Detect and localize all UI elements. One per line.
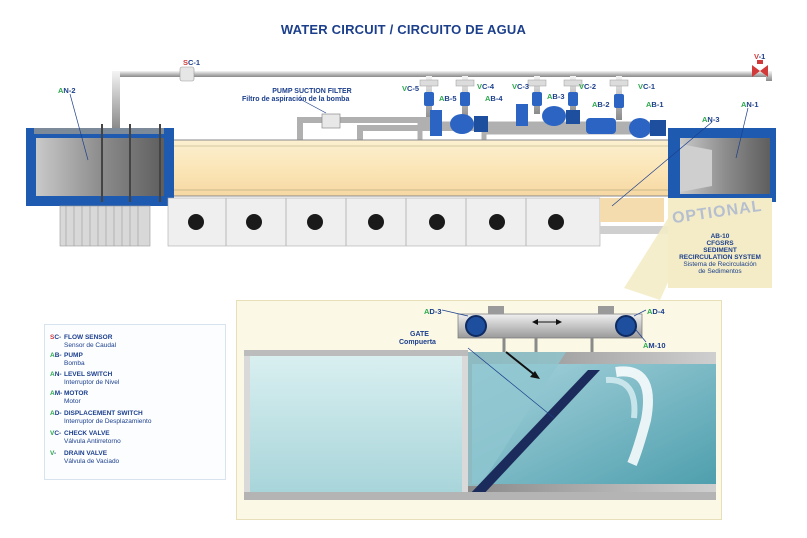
optional-model: CFGSRS <box>706 240 734 247</box>
legend-key: SC- <box>50 334 62 341</box>
legend-key: VC- <box>50 430 62 437</box>
tag-sc1: SC-1 <box>183 58 201 67</box>
legend-label-en: MOTOR <box>64 390 89 397</box>
legend-label-es: Interruptor de Desplazamiento <box>64 417 152 425</box>
tag-an3: AN-3 <box>702 115 720 124</box>
optional-line-3: Sistema de Recirculación <box>683 261 757 268</box>
gate-label-en: GATE <box>410 331 429 338</box>
gate-label-es: Compuerta <box>399 339 436 346</box>
tag-an1: AN-1 <box>741 100 759 109</box>
legend-key: AM- <box>50 390 63 397</box>
legend-label-en: DISPLACEMENT SWITCH <box>64 410 143 417</box>
pump-filter-label-es: Filtro de aspiración de la bomba <box>242 96 350 103</box>
optional-line-1: SEDIMENT <box>703 247 737 254</box>
tag-ad3: AD-3 <box>424 307 442 316</box>
legend-label-es: Válvula Antirretorno <box>64 437 121 445</box>
tag-vc2: VC-2 <box>579 82 597 91</box>
legend-label-es: Sensor de Caudal <box>64 341 117 349</box>
legend-label-en: PUMP <box>64 352 83 359</box>
legend-key: AB- <box>50 352 62 359</box>
tag-vc3: VC-3 <box>512 82 530 91</box>
optional-line-4: de Sedimentos <box>698 268 742 275</box>
legend-key: AN- <box>50 371 62 378</box>
legend-label-en: CHECK VALVE <box>64 430 110 437</box>
legend-label-es: Válvula de Vaciado <box>64 457 120 465</box>
legend-label-en: DRAIN VALVE <box>64 450 108 457</box>
page-title: WATER CIRCUIT / CIRCUITO DE AGUA <box>280 22 527 37</box>
legend-label-en: FLOW SENSOR <box>64 334 113 341</box>
optional-code: AB-10 <box>710 233 730 240</box>
tag-ab2: AB-2 <box>592 100 610 109</box>
tag-am10: AM-10 <box>643 341 666 350</box>
tag-vc4: VC-4 <box>477 82 495 91</box>
optional-line-2: RECIRCULATION SYSTEM <box>679 254 761 261</box>
legend-label-es: Bomba <box>64 359 85 367</box>
legend-key: V- <box>50 450 57 457</box>
tag-ad4: AD-4 <box>647 307 665 316</box>
tag-ab4: AB-4 <box>485 94 503 103</box>
pump-filter-label-en: PUMP SUCTION FILTER <box>272 88 352 95</box>
legend-label-es: Motor <box>64 397 81 405</box>
tag-ab3: AB-3 <box>547 92 565 101</box>
tag-v1: V-1 <box>754 52 766 61</box>
tag-ab5: AB-5 <box>439 94 457 103</box>
tag-vc1: VC-1 <box>638 82 656 91</box>
tag-ab1: AB-1 <box>646 100 664 109</box>
tag-an2: AN-2 <box>58 86 76 95</box>
legend-key: AD- <box>50 410 62 417</box>
legend-label-en: LEVEL SWITCH <box>64 371 113 378</box>
optional-module-box <box>668 198 772 288</box>
gate-detail-drawing <box>244 306 716 500</box>
legend-panel <box>44 324 226 480</box>
tag-vc5: VC-5 <box>402 84 420 93</box>
legend-label-es: Interruptor de Nivel <box>64 378 120 386</box>
